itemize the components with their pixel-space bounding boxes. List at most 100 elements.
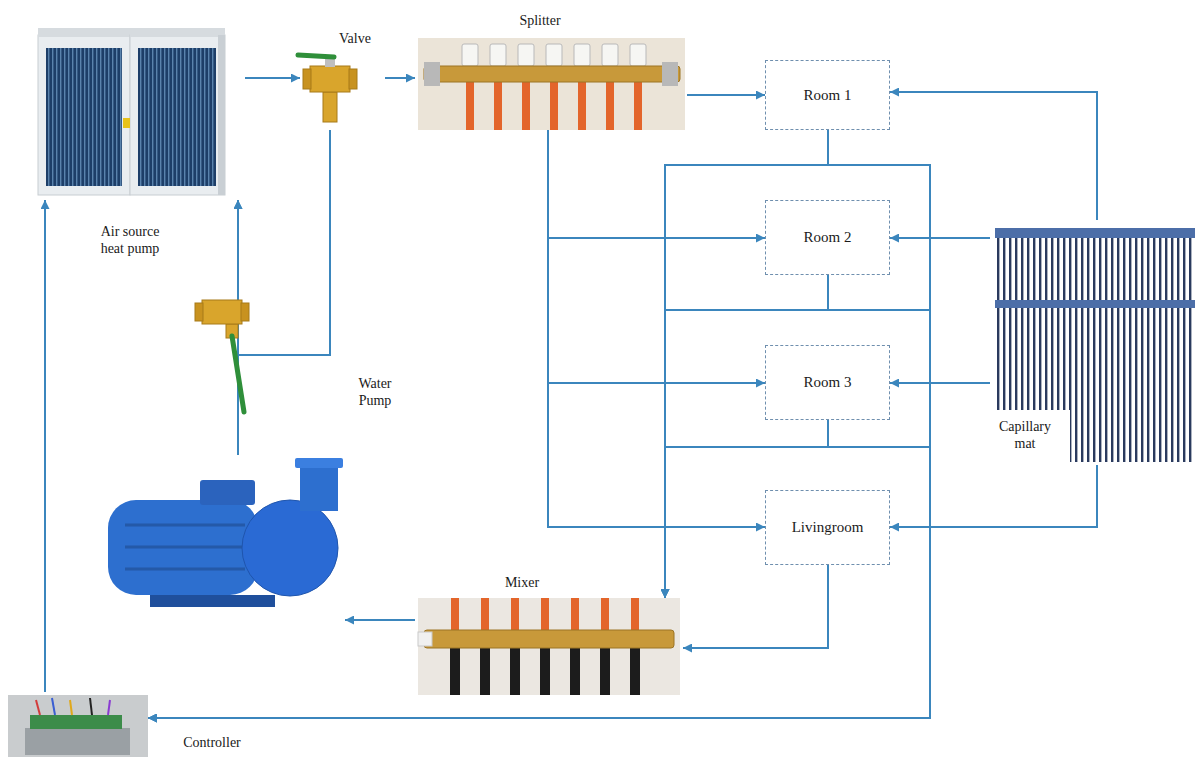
- label-group: Mixer: [482, 574, 562, 591]
- wire: [36, 700, 40, 715]
- component-picture: Controller: [8, 692, 148, 757]
- pipe-connector: [548, 130, 765, 238]
- component-picture: Air source heat pump: [30, 15, 245, 200]
- wire: [108, 700, 110, 715]
- capillary-tubes: [1070, 238, 1195, 462]
- heat-pump-grille: [46, 48, 122, 186]
- pipe-connector: [345, 619, 415, 621]
- label-group: Splitter: [500, 12, 580, 29]
- valve-stem: [323, 92, 337, 122]
- heat-pump-grille: [138, 48, 216, 186]
- pump-motor: [108, 500, 258, 595]
- component-picture: Valve: [300, 50, 385, 130]
- heat-pump-top: [130, 28, 225, 37]
- pump-outlet: [300, 466, 338, 511]
- component-label: Splitter: [500, 12, 580, 29]
- pump-casing: [242, 500, 338, 596]
- label-group: Capillary mat: [992, 418, 1058, 452]
- valve-handle: [232, 336, 244, 412]
- terminal-strip: [30, 715, 122, 729]
- component-label: Controller: [167, 734, 257, 751]
- controller-board: [25, 728, 130, 755]
- component-picture: Water Pump: [100, 455, 345, 625]
- heat-pump-sticker: [123, 118, 130, 128]
- pump-flange: [295, 458, 343, 468]
- pipe-connector: [665, 420, 828, 598]
- valve-body: [202, 300, 242, 324]
- pipe-connector: [683, 565, 828, 648]
- label-group: Air source heat pump: [90, 223, 170, 257]
- motor-fin: [125, 546, 245, 549]
- component-label: Valve: [325, 30, 385, 47]
- mixer-bar: [424, 630, 674, 648]
- component-label: Water Pump: [350, 375, 400, 409]
- component-label: Capillary mat: [992, 418, 1058, 452]
- valve-nut: [349, 69, 357, 89]
- wire: [90, 698, 92, 715]
- room-label: Room 3: [804, 374, 852, 391]
- pipe-connector: [890, 237, 990, 239]
- splitter-end: [424, 62, 440, 86]
- component-picture: Capillary mat: [990, 220, 1195, 465]
- pipe-connector: [245, 77, 300, 79]
- room-box: Room 3: [765, 345, 890, 420]
- splitter-bar: [424, 66, 680, 82]
- room-box: Livingroom: [765, 490, 890, 565]
- component-picture: Mixer: [415, 598, 683, 695]
- mixer-photo: [418, 598, 680, 695]
- label-group: Controller: [167, 734, 257, 751]
- label-group: Water Pump: [350, 375, 400, 409]
- wire: [52, 698, 55, 715]
- terminal-box: [200, 480, 255, 505]
- capillary-header: [995, 300, 1195, 308]
- capillary-header: [995, 228, 1195, 238]
- pump-base: [150, 595, 275, 607]
- valve-nut: [241, 303, 249, 321]
- room-box: Room 1: [765, 60, 890, 130]
- pipe-connector: [148, 130, 930, 718]
- heat-pump-unit: [38, 35, 130, 195]
- room-label: Room 2: [804, 229, 852, 246]
- pipe-connector: [44, 200, 46, 692]
- pipe-connector: [890, 382, 990, 384]
- heat-pump-top: [38, 28, 130, 37]
- pipe-connector: [890, 92, 1097, 220]
- mixer-inlets: [440, 598, 650, 632]
- valve-body: [310, 66, 350, 92]
- valve-nut: [195, 303, 203, 321]
- pipe-connector: [890, 465, 1097, 527]
- label-group: Valve: [325, 30, 385, 47]
- component-label: Air source heat pump: [90, 223, 170, 257]
- component-picture: Splitter: [415, 38, 687, 130]
- wire: [70, 700, 72, 715]
- pipe-connector: [238, 130, 330, 355]
- controller-housing: [8, 695, 148, 757]
- mixer-fitting: [418, 632, 432, 646]
- component-label: Mixer: [482, 574, 562, 591]
- pipe-connector: [548, 130, 765, 527]
- heat-pump-unit: [130, 35, 225, 195]
- pipe-connector: [687, 94, 765, 96]
- room-box: Room 2: [765, 200, 890, 275]
- valve-nut: [303, 69, 311, 89]
- splitter-outlets: [456, 38, 652, 130]
- splitter-end: [662, 62, 678, 86]
- heat-pump-side: [218, 35, 225, 195]
- pipe-connector: [148, 420, 930, 718]
- pipe-connector: [665, 275, 828, 598]
- mixer-pipes: [440, 648, 650, 695]
- motor-fin: [125, 568, 245, 571]
- capillary-tubes: [995, 238, 1070, 410]
- room-label: Room 1: [804, 87, 852, 104]
- splitter-photo: [418, 38, 685, 130]
- connector-group: [45, 78, 1097, 718]
- motor-fin: [125, 524, 245, 527]
- pipe-connector: [548, 130, 765, 383]
- pipe-connector: [148, 275, 930, 718]
- valve-handle: [298, 55, 334, 57]
